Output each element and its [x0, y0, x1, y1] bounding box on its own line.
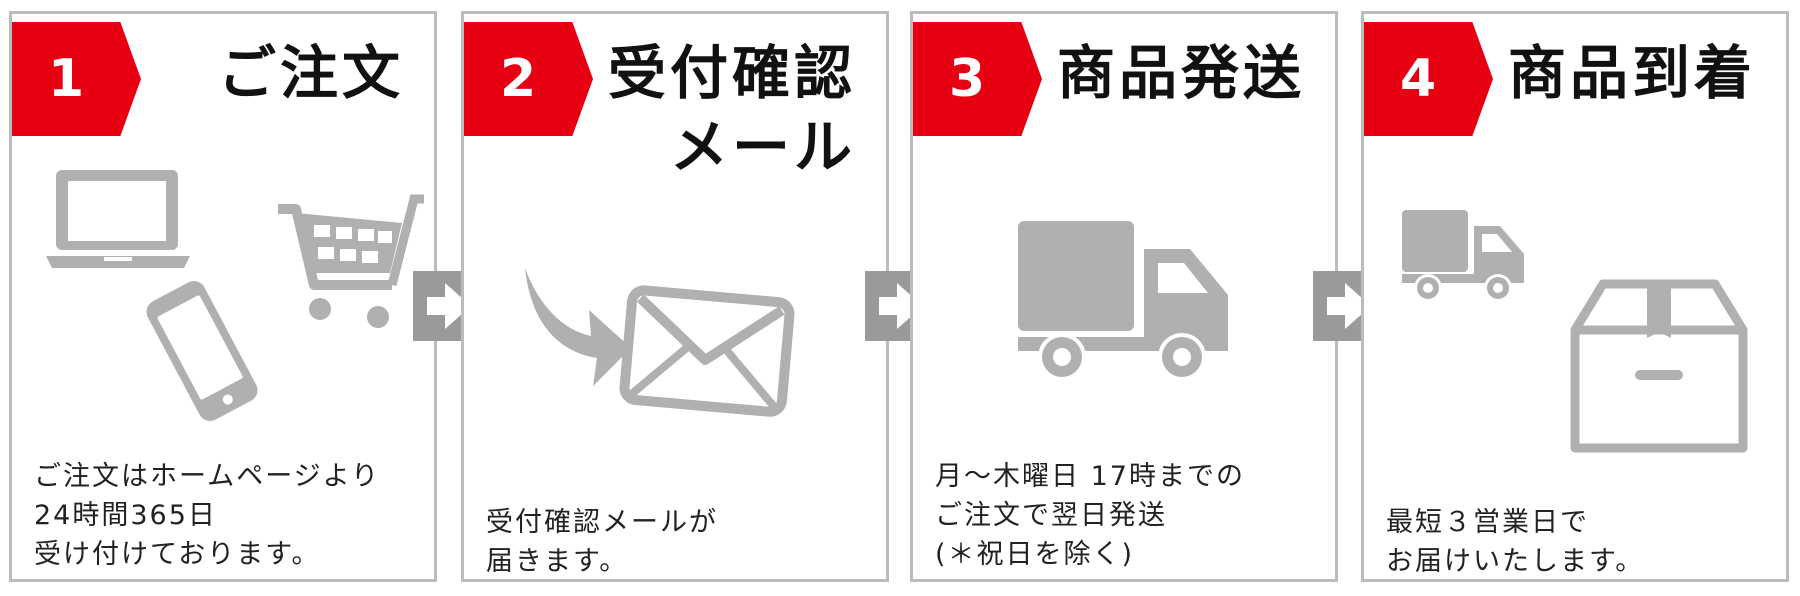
curved-arrow-icon [525, 268, 631, 386]
step-title: 受付確認 メール [607, 39, 856, 181]
step-number-badge: 4 [1364, 22, 1493, 136]
step-card-confirmation-email: 2 受付確認 メール 受付確認メールが 届きます。 [461, 11, 889, 582]
laptop-icon [46, 170, 190, 268]
shopping-cart-icon [278, 194, 424, 328]
step-description: 月～木曜日 17時までの ご注文で翌日発送 (＊祝日を除く) [935, 461, 1245, 570]
step-card-order: 1 ご注文 ご注文はホームページより 24時間365日 受け付けております。 [9, 11, 437, 582]
step-card-shipping: 3 商品発送 月～木曜日 17時までの ご注文で翌日発送 (＊祝日を除く) [910, 11, 1338, 582]
delivery-truck-icon [1018, 221, 1228, 381]
step-description: 最短３営業日で お届けいたします。 [1386, 507, 1645, 577]
step-number-badge: 1 [12, 22, 141, 136]
delivery-truck-icon [1402, 210, 1524, 302]
step-number-badge: 3 [913, 22, 1042, 136]
step-description: ご注文はホームページより 24時間365日 受け付けております。 [34, 461, 381, 570]
package-box-icon [1570, 279, 1748, 453]
smartphone-icon [146, 281, 258, 421]
step-number-badge: 2 [464, 22, 593, 136]
step-title: ご注文 [217, 39, 404, 107]
step-card-delivery: 4 商品到着 最短３営業日で お届けいたします。 [1361, 11, 1789, 582]
step-description: 受付確認メールが 届きます。 [486, 507, 718, 577]
step-title: 商品到着 [1507, 39, 1756, 107]
envelope-icon [619, 285, 795, 417]
step-title: 商品発送 [1056, 39, 1305, 107]
